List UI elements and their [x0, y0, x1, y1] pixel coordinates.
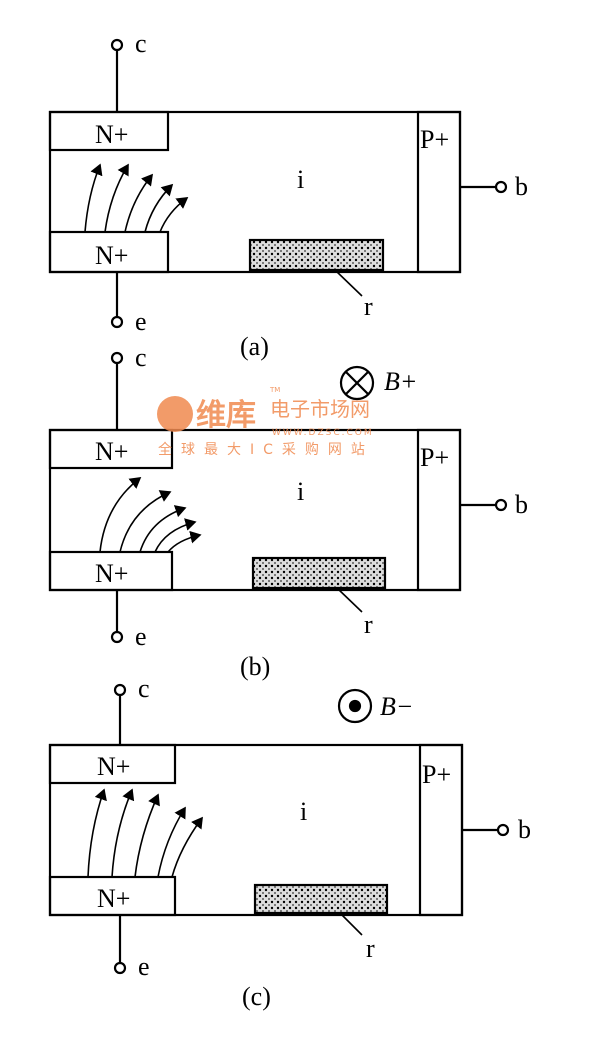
n-plus-top-c: N+	[97, 752, 130, 781]
base-label-a: b	[515, 172, 528, 201]
caption-b: (b)	[240, 652, 270, 681]
resistor-label-b: r	[364, 610, 373, 639]
emitter-label-b: e	[135, 622, 147, 651]
p-plus-a: P+	[420, 125, 449, 154]
watermark-slogan: 全球最大IC采购网站	[158, 441, 374, 458]
caption-a: (a)	[240, 332, 269, 361]
n-plus-bottom-c: N+	[97, 884, 130, 913]
panel-a	[48, 38, 508, 329]
intrinsic-label-c: i	[300, 797, 307, 826]
collector-label-b: c	[135, 343, 147, 372]
emitter-label-a: e	[135, 307, 147, 336]
watermark-brand: 维库	[196, 398, 256, 433]
p-plus-c: P+	[422, 760, 451, 789]
intrinsic-label-a: i	[297, 165, 304, 194]
watermark: 维库 电子市场网 TM WWW.DZSC.COM 全球最大IC采购网站	[157, 386, 374, 458]
field-label-b: B+	[384, 367, 417, 396]
n-plus-bottom-b: N+	[95, 559, 128, 588]
watermark-tm: TM	[269, 386, 280, 394]
collector-label-c: c	[138, 674, 150, 703]
caption-c: (c)	[242, 982, 271, 1011]
base-label-c: b	[518, 815, 531, 844]
panel-b	[48, 351, 508, 644]
watermark-name: 电子市场网	[270, 397, 370, 421]
watermark-logo-icon	[157, 396, 193, 432]
field-label-c: B−	[380, 692, 413, 721]
collector-label-a: c	[135, 29, 147, 58]
n-plus-top-a: N+	[95, 120, 128, 149]
resistor-label-c: r	[366, 934, 375, 963]
watermark-url: WWW.DZSC.COM	[272, 428, 374, 438]
n-plus-bottom-a: N+	[95, 241, 128, 270]
p-plus-b: P+	[420, 443, 449, 472]
emitter-label-c: e	[138, 952, 150, 981]
base-label-b: b	[515, 490, 528, 519]
n-plus-top-b: N+	[95, 437, 128, 466]
intrinsic-label-b: i	[297, 477, 304, 506]
panel-c	[48, 683, 510, 975]
resistor-label-a: r	[364, 292, 373, 321]
